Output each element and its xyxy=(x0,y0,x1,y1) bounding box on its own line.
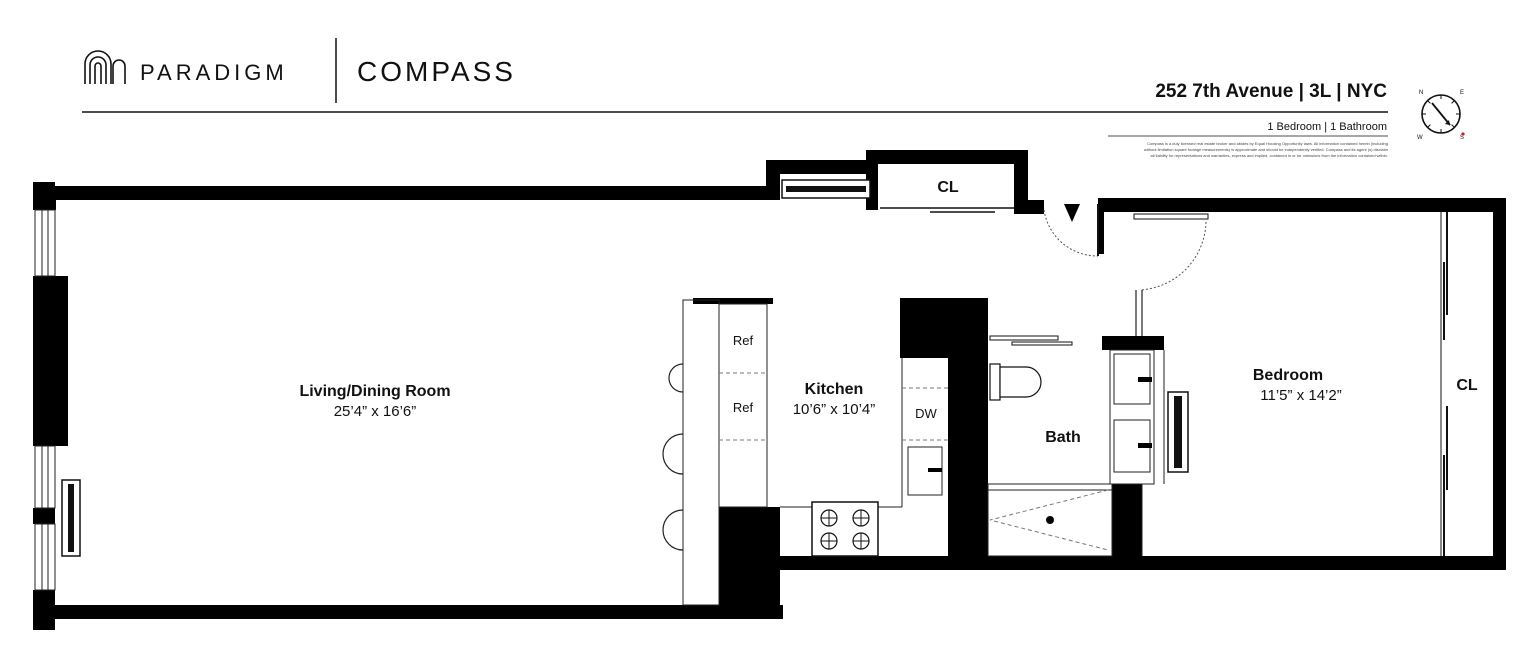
window-left-lower xyxy=(34,523,56,591)
toilet-icon xyxy=(989,363,1042,401)
unit-summary: 1 Bedroom | 1 Bathroom xyxy=(1267,121,1387,133)
dishwasher-label: DW xyxy=(915,406,937,421)
bar-stool-3 xyxy=(662,509,684,551)
window-left-upper xyxy=(34,209,56,277)
wall-entry-left xyxy=(1014,200,1044,214)
vanity-faucet-2-icon xyxy=(1138,443,1152,448)
wall-top-living xyxy=(33,186,780,210)
wall-bottom-living xyxy=(33,605,783,619)
vanity-faucet-1-icon xyxy=(1138,377,1152,382)
wall-right xyxy=(1493,198,1506,570)
kitchen-counter-right: DW xyxy=(901,358,948,507)
kitchen-dims: 10’6” x 10’4” xyxy=(793,401,876,418)
living-room-name: Living/Dining Room xyxy=(299,383,450,400)
radiator-bedroom xyxy=(1167,391,1189,473)
compass-letter-e: E xyxy=(1460,90,1464,96)
brand-compass: COMPASS xyxy=(357,56,516,87)
paradigm-logo: PARADIGM xyxy=(84,50,288,85)
compass-accent-dot xyxy=(1461,132,1465,136)
wall-left-pier xyxy=(33,276,68,446)
compass-letter-w: W xyxy=(1417,135,1423,141)
window-left-middle xyxy=(34,445,56,509)
shower-drain-icon xyxy=(1046,516,1054,524)
windows xyxy=(34,209,56,591)
bar-stool-1 xyxy=(668,363,684,393)
arch-logo-icon xyxy=(84,50,126,84)
bath-door[interactable] xyxy=(989,335,1073,346)
wall-entry-jamb xyxy=(1098,198,1104,254)
wall-closet-right xyxy=(1014,150,1028,214)
entry-door[interactable] xyxy=(1043,204,1099,257)
compass-rose-icon: N E S W xyxy=(1417,90,1465,141)
double-vanity xyxy=(1109,349,1155,485)
wall-top-radiator-niche xyxy=(766,160,866,174)
refrigerator-stack: Ref Ref xyxy=(718,303,768,508)
wall-top-closet xyxy=(866,150,1028,164)
sink-faucet-icon xyxy=(928,468,942,472)
living-room-dims: 25’4” x 16’6” xyxy=(334,403,417,420)
bedroom-door[interactable] xyxy=(1133,213,1209,336)
wall-kitchen-bath-top xyxy=(900,298,988,358)
wall-vanity-top xyxy=(1102,336,1164,350)
ref-label-1: Ref xyxy=(733,333,754,348)
counter-top-edge xyxy=(693,298,773,304)
ref-label-2: Ref xyxy=(733,400,754,415)
bar-counter xyxy=(662,299,720,606)
compass-letter-n: N xyxy=(1419,90,1423,96)
walls xyxy=(33,150,1506,630)
closet-top-label: CL xyxy=(937,179,959,196)
disclaimer-line-3: all liability for representations and wa… xyxy=(1151,153,1388,158)
compass-letter-s: S xyxy=(1460,135,1464,141)
bedroom-closet-label: CL xyxy=(1456,377,1478,394)
wall-kitchen-bath xyxy=(948,356,988,556)
listing-address: 252 7th Avenue | 3L | NYC xyxy=(1155,81,1387,102)
wall-top-bedroom xyxy=(1098,198,1506,212)
wall-niche-left xyxy=(766,160,780,200)
bedroom-dims: 11’5” x 14’2” xyxy=(1260,387,1341,404)
kitchen-column xyxy=(719,507,780,605)
wall-left-mid xyxy=(33,508,55,524)
closet-top: CL xyxy=(880,179,1014,213)
disclaimer-line-1: Compass is a duly licensed real estate b… xyxy=(1147,141,1388,146)
radiator-top xyxy=(781,179,871,199)
wall-bottom-right xyxy=(778,556,1506,570)
entry-arrow-icon xyxy=(1064,204,1080,222)
kitchen-name: Kitchen xyxy=(805,381,864,398)
radiator-living xyxy=(61,479,81,557)
bath-name: Bath xyxy=(1045,429,1081,446)
stove xyxy=(811,501,879,557)
disclaimer-line-2: without limitation square footage measur… xyxy=(1144,147,1389,152)
bedroom-name: Bedroom xyxy=(1253,367,1323,384)
wall-shower-right xyxy=(1112,484,1142,556)
bedroom-closet-doors[interactable] xyxy=(1440,212,1448,556)
brand-paradigm: PARADIGM xyxy=(140,60,288,85)
shower xyxy=(987,483,1113,557)
bar-stool-2 xyxy=(662,433,684,475)
